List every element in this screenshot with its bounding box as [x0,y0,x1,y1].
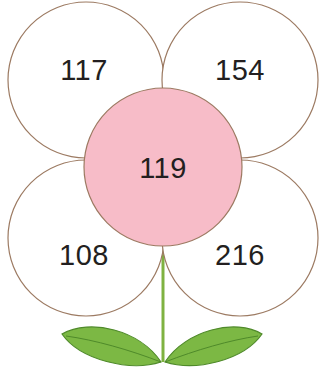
stem [162,240,165,362]
left-leaf [62,327,161,366]
number-label: 108 [59,241,109,270]
center-circle: 119 [83,87,243,247]
left-leaf-vein [66,336,161,362]
number-label: 216 [215,241,265,270]
number-label: 154 [215,56,265,85]
right-leaf [165,327,262,366]
right-leaf-vein [165,336,258,362]
number-label: 119 [139,154,187,183]
number-label: 117 [60,56,108,85]
